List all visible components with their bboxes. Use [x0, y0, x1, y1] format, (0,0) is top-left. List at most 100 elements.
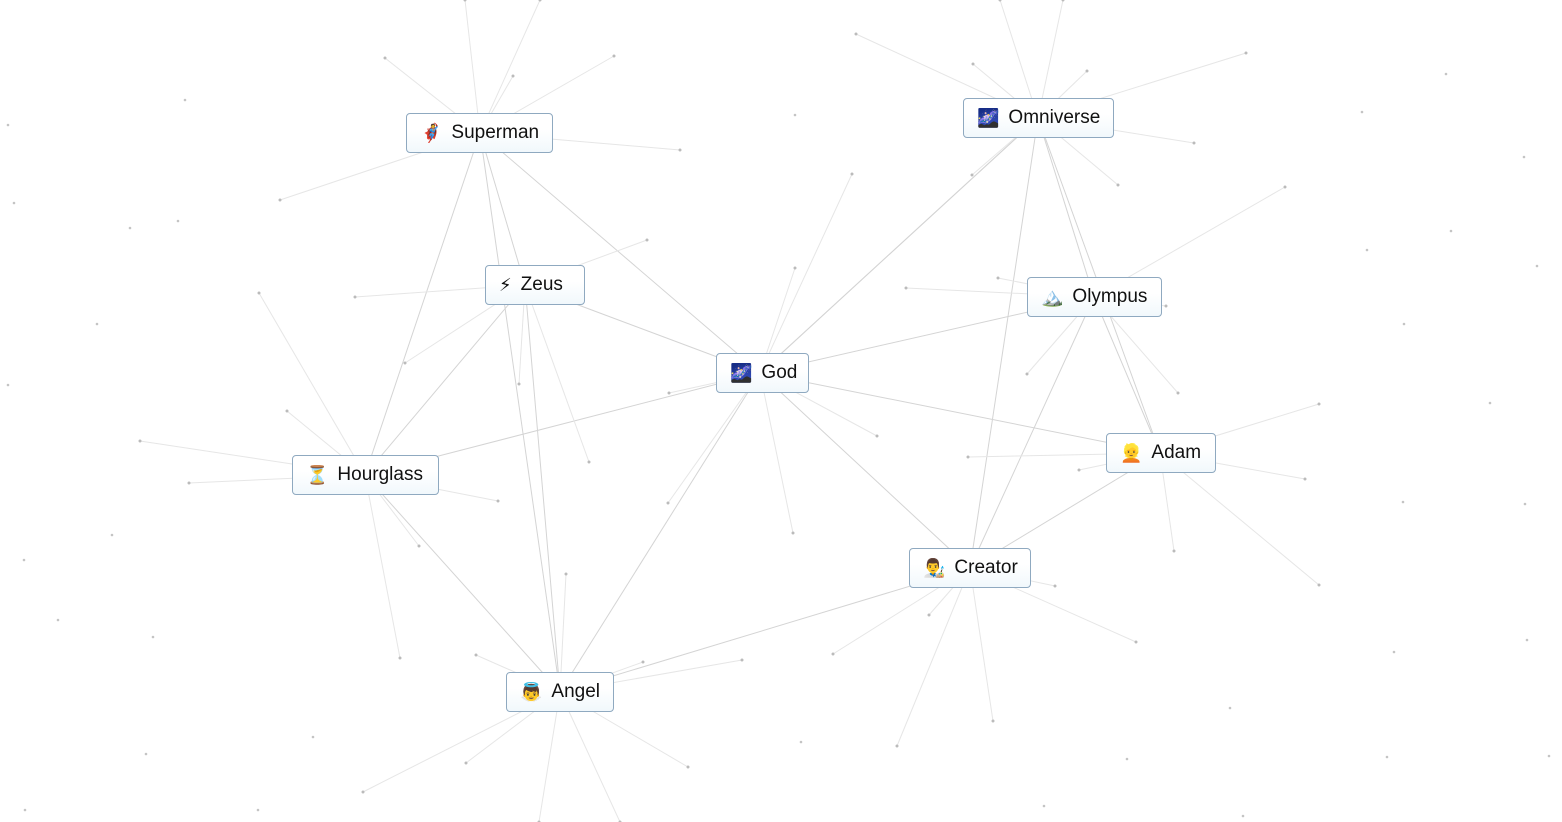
node-hourglass[interactable]: ⏳Hourglass — [292, 455, 439, 495]
dot — [383, 56, 387, 60]
dot — [1164, 304, 1168, 308]
dot — [587, 460, 591, 464]
dot — [1283, 185, 1287, 189]
node-label: Angel — [551, 681, 601, 702]
node-label: Omniverse — [1008, 107, 1101, 128]
node-label: Superman — [451, 122, 540, 143]
dot — [1116, 183, 1120, 187]
dot — [998, 0, 1002, 2]
dot — [612, 54, 616, 58]
dot — [927, 613, 931, 617]
dot — [1402, 322, 1406, 326]
dot — [564, 572, 568, 576]
dot — [110, 533, 114, 537]
dot — [398, 656, 402, 660]
dot — [904, 286, 908, 290]
mountain-icon: 🏔️ — [1041, 287, 1064, 307]
dot — [641, 660, 645, 664]
dot — [966, 455, 970, 459]
dot — [538, 0, 542, 2]
lightning-icon: ⚡ — [499, 275, 512, 295]
dot — [1392, 650, 1396, 654]
dot — [645, 238, 649, 242]
edge — [479, 132, 761, 374]
dot — [854, 32, 858, 36]
edge — [479, 132, 526, 286]
dot — [678, 148, 682, 152]
node-god[interactable]: 🌌God — [716, 353, 809, 393]
dot — [793, 113, 797, 117]
hourglass-icon: ⏳ — [306, 465, 329, 485]
dot — [403, 361, 407, 365]
galaxy-icon: 🌌 — [730, 363, 753, 383]
edge — [759, 372, 1161, 454]
dot — [1522, 155, 1526, 159]
dot — [1172, 549, 1176, 553]
dot — [1176, 391, 1180, 395]
edge — [524, 284, 561, 693]
dot — [1401, 500, 1405, 504]
dot — [1449, 229, 1453, 233]
dot — [686, 765, 690, 769]
dot — [23, 808, 27, 812]
edge — [524, 284, 590, 463]
dot — [1077, 468, 1081, 472]
dot — [793, 266, 797, 270]
dot — [1444, 72, 1448, 76]
edge — [559, 691, 621, 822]
node-adam[interactable]: 👱Adam — [1106, 433, 1216, 473]
dot — [1244, 51, 1248, 55]
edge — [1093, 296, 1161, 454]
edge — [538, 691, 561, 822]
dot — [278, 198, 282, 202]
edge — [258, 292, 366, 476]
edge — [479, 132, 561, 693]
edge — [364, 474, 401, 659]
dot — [353, 295, 357, 299]
node-angel[interactable]: 👼Angel — [506, 672, 614, 712]
dot — [176, 219, 180, 223]
superhero-icon: 🦸 — [420, 123, 443, 143]
dot — [1385, 755, 1389, 759]
galaxy-icon: 🌌 — [977, 108, 1000, 128]
edge — [667, 372, 761, 504]
node-omniverse[interactable]: 🌌 Omniverse — [963, 98, 1114, 138]
edge — [969, 117, 1039, 569]
dot — [1488, 401, 1492, 405]
dot — [6, 123, 10, 127]
dot — [1025, 372, 1029, 376]
node-label: Olympus — [1072, 286, 1148, 307]
dot — [666, 501, 670, 505]
edge — [969, 296, 1095, 569]
dot — [1053, 584, 1057, 588]
dot — [799, 740, 803, 744]
edge — [464, 0, 481, 134]
edge — [896, 567, 971, 747]
edge — [759, 173, 853, 374]
edge — [364, 132, 481, 476]
dot — [1061, 0, 1065, 2]
dot — [144, 752, 148, 756]
dot — [1360, 110, 1364, 114]
dot — [1228, 706, 1232, 710]
dot — [511, 74, 515, 78]
dot — [257, 291, 261, 295]
node-creator[interactable]: 👨‍🎨Creator — [909, 548, 1031, 588]
person-icon: 👱 — [1120, 443, 1143, 463]
dot — [1134, 640, 1138, 644]
dot — [6, 383, 10, 387]
node-olympus[interactable]: 🏔️ Olympus — [1027, 277, 1162, 317]
dot — [831, 652, 835, 656]
dot — [791, 531, 795, 535]
dot — [361, 790, 365, 794]
dot — [875, 434, 879, 438]
artist-icon: 👨‍🎨 — [923, 558, 946, 578]
dot — [56, 618, 60, 622]
dot — [970, 173, 974, 177]
dot — [311, 735, 315, 739]
edge — [364, 284, 526, 476]
node-superman[interactable]: 🦸 Superman — [406, 113, 553, 153]
node-zeus[interactable]: ⚡Zeus — [485, 265, 585, 305]
edge — [479, 0, 541, 134]
